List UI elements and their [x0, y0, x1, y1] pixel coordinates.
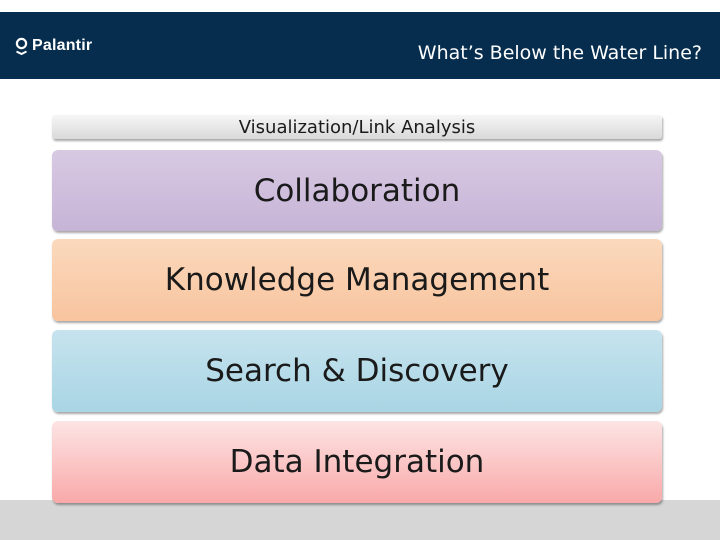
- layer-collaboration: Collaboration: [52, 150, 662, 231]
- layer-visualization-link-analysis: Visualization/Link Analysis: [52, 115, 662, 139]
- palantir-logo-icon: [15, 37, 28, 55]
- layer-knowledge-management: Knowledge Management: [52, 239, 662, 321]
- layer-data-integration: Data Integration: [52, 421, 662, 503]
- palantir-logo: Palantir: [15, 34, 92, 58]
- logo-text: Palantir: [32, 37, 93, 54]
- layer-search-discovery: Search & Discovery: [52, 330, 662, 412]
- slide-title: What’s Below the Water Line?: [417, 42, 702, 64]
- footer-band: [0, 500, 720, 540]
- header-bar: Palantir What’s Below the Water Line?: [0, 12, 720, 79]
